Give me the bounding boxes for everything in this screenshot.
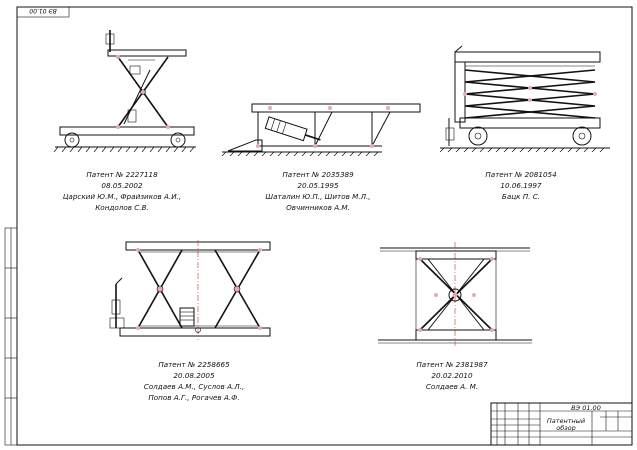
caption-date: 20.02.2010 (431, 371, 473, 380)
caption-patent-2227118: Патент № 2227118 08.05.2002 Царский Ю.М.… (63, 170, 181, 212)
drawing-patent-2035389 (221, 103, 421, 157)
caption-authors: Солдаев А.М., Суслов А.Л., (144, 382, 245, 391)
caption-patent-2081054: Патент № 2081054 10.06.1997 Бацк П. С. (485, 170, 557, 201)
drawing-frame (16, 6, 633, 446)
caption-patent-2258665: Патент № 2258665 20.08.2005 Солдаев А.М.… (144, 360, 245, 402)
caption-date: 20.08.2005 (173, 371, 215, 380)
caption-authors: Овчинников А.М. (286, 203, 350, 212)
corner-code: ВЭ 01.00 (29, 7, 57, 14)
caption-date: 10.06.1997 (500, 181, 542, 190)
drawing-patent-2081054 (439, 45, 610, 153)
caption-date: 20.05.1995 (297, 181, 339, 190)
caption-patent-2381987: Патент № 2381987 20.02.2010 Солдаев А. М… (416, 360, 488, 391)
caption-number: Патент № 2227118 (86, 170, 158, 179)
sheet-title-line2: обзор (556, 424, 576, 432)
caption-authors: Бацк П. С. (502, 192, 540, 201)
drawing-patent-2258665 (109, 240, 271, 340)
designation-code: ВЭ 01.00 (571, 404, 601, 412)
sheet-title-line1: Патентный (547, 417, 585, 425)
caption-authors: Солдаев А. М. (426, 382, 478, 391)
caption-date: 08.05.2002 (101, 181, 143, 190)
caption-number: Патент № 2258665 (158, 360, 230, 369)
caption-number: Патент № 2381987 (416, 360, 488, 369)
caption-authors: Шаталин Ю.П., Шитов М.Л., (265, 192, 370, 201)
corner-code-box (16, 6, 70, 18)
title-block: ВЭ 01.00 Патентный обзор (490, 402, 633, 446)
caption-number: Патент № 2035389 (282, 170, 354, 179)
drawing-patent-2381987 (378, 242, 532, 346)
caption-patent-2035389: Патент № 2035389 20.05.1995 Шаталин Ю.П.… (265, 170, 370, 212)
caption-authors: Царский Ю.М., Фрайзиков А.И., (63, 192, 181, 201)
caption-number: Патент № 2081054 (485, 170, 557, 179)
caption-authors: Кондолов С.В. (95, 203, 149, 212)
drawing-patent-2227118 (53, 30, 196, 153)
caption-authors: Попов А.Г., Рогачев А.Ф. (148, 393, 239, 402)
